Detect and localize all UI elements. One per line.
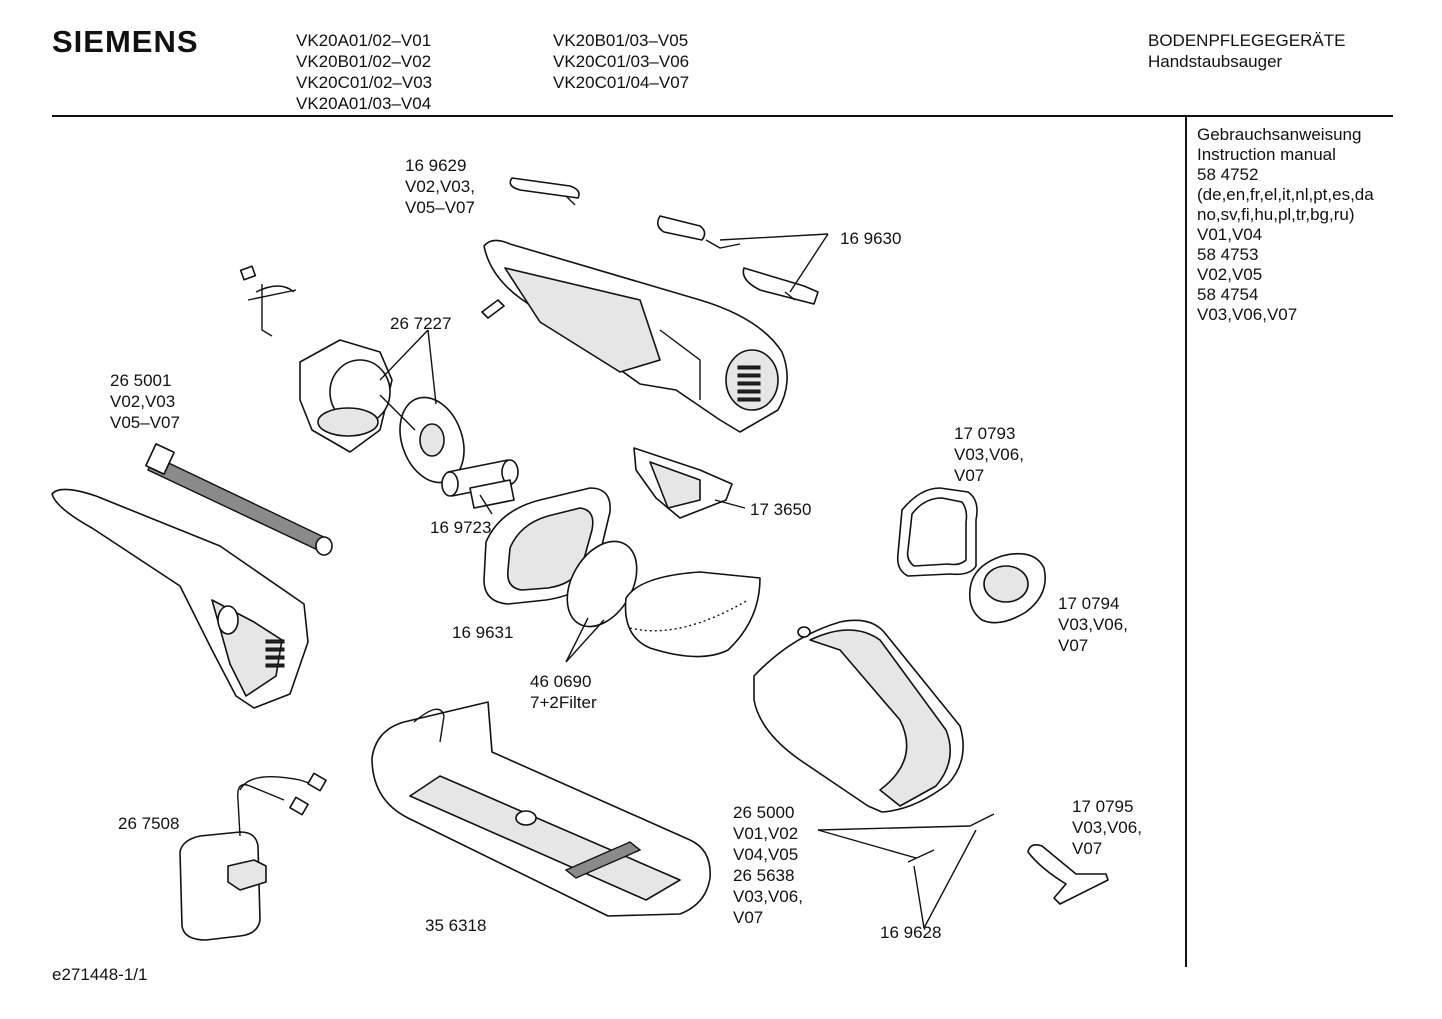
part-number: 17 0794 <box>1058 594 1120 613</box>
part-variant: V05–V07 <box>110 413 180 432</box>
part-variant: V04,V05 <box>733 845 799 864</box>
part-169723-batteries <box>441 459 519 515</box>
model-code: VK20C01/03–V06 <box>553 52 690 71</box>
part-variant: V07 <box>1058 636 1089 655</box>
exploded-view-diagram <box>51 177 1109 941</box>
part-number: 16 9631 <box>452 623 514 642</box>
model-code: VK20B01/03–V05 <box>553 31 689 50</box>
model-list-1: VK20A01/02–V01 VK20B01/02–V02 VK20C01/02… <box>296 30 432 114</box>
part-variant: V02,V03 <box>110 392 176 411</box>
part-265001-rod <box>145 443 333 556</box>
label-169631: 16 9631 <box>452 622 513 643</box>
label-356318: 35 6318 <box>425 915 486 936</box>
part-267227-motor <box>299 329 465 484</box>
part-number: 16 9630 <box>840 229 902 248</box>
label-169630: 16 9630 <box>840 228 901 249</box>
part-number: 26 5001 <box>110 371 172 390</box>
part-356318-base <box>371 701 711 917</box>
part-265000-wires <box>817 813 995 929</box>
part-number: 26 5638 <box>733 866 795 885</box>
label-265000: 26 5000 V01,V02 V04,V05 26 5638 V03,V06,… <box>733 802 803 928</box>
part-variant: V01,V02 <box>733 824 799 843</box>
part-variant: V05–V07 <box>405 198 475 217</box>
model-code: VK20A01/02–V01 <box>296 31 432 50</box>
brand-logo: SIEMENS <box>52 24 199 59</box>
part-pin <box>481 299 505 319</box>
part-number: 16 9723 <box>430 518 492 537</box>
sidebar-divider <box>1185 117 1187 967</box>
part-170795-lever <box>1027 844 1109 905</box>
part-number: 17 0795 <box>1072 797 1134 816</box>
part-170794-filter-cap <box>968 552 1046 624</box>
manual-line: 58 4753 <box>1197 245 1259 264</box>
model-code: VK20C01/04–V07 <box>553 73 690 92</box>
label-265001: 26 5001 V02,V03 V05–V07 <box>110 370 180 433</box>
part-number: 26 5000 <box>733 803 795 822</box>
manual-line: no,sv,fi,hu,pl,tr,bg,ru) <box>1197 205 1355 224</box>
part-number: 26 7227 <box>390 314 452 333</box>
label-267508: 26 7508 <box>118 813 179 834</box>
label-169628: 16 9628 <box>880 922 941 943</box>
model-code: VK20B01/02–V02 <box>296 52 432 71</box>
part-number: 16 9628 <box>880 923 942 942</box>
manual-line: 58 4752 <box>1197 165 1259 184</box>
part-number: 16 9629 <box>405 156 467 175</box>
manual-line: V01,V04 <box>1197 225 1263 244</box>
part-number: 26 7508 <box>118 814 180 833</box>
part-variant: V07 <box>733 908 764 927</box>
part-dust-container <box>753 619 964 813</box>
part-number: 35 6318 <box>425 916 487 935</box>
part-460690-filters <box>565 540 761 663</box>
part-173650-bracket <box>633 447 746 519</box>
label-169629: 16 9629 V02,V03, V05–V07 <box>405 155 475 218</box>
part-number: 17 0793 <box>954 424 1016 443</box>
part-variant: V03,V06, <box>1072 818 1142 837</box>
manual-line: Instruction manual <box>1197 145 1336 164</box>
part-upper-housing <box>483 239 788 433</box>
part-variant: V02,V03, <box>405 177 475 196</box>
part-variant: V03,V06, <box>733 887 803 906</box>
part-variant: 7+2Filter <box>530 693 597 712</box>
header-divider <box>52 115 1393 117</box>
manual-line: (de,en,fr,el,it,nl,pt,es,da <box>1197 185 1374 204</box>
manual-line: Gebrauchsanweisung <box>1197 125 1362 144</box>
category-block: BODENPFLEGEGERÄTE Handstaubsauger <box>1148 30 1345 72</box>
manual-line: 58 4754 <box>1197 285 1259 304</box>
label-267227: 26 7227 <box>390 313 451 334</box>
part-number: 46 0690 <box>530 672 592 691</box>
part-170793-filter-frame <box>896 487 978 577</box>
manual-info: Gebrauchsanweisung Instruction manual 58… <box>1197 125 1374 325</box>
model-code: VK20C01/02–V03 <box>296 73 433 92</box>
category-subtitle: Handstaubsauger <box>1148 52 1283 71</box>
part-spring-clip <box>239 265 297 337</box>
label-460690: 46 0690 7+2Filter <box>530 671 597 713</box>
part-variant: V07 <box>954 466 985 485</box>
part-267508-charger <box>179 772 327 941</box>
manual-line: V02,V05 <box>1197 265 1263 284</box>
part-169630-switch <box>656 215 829 305</box>
document-id: e271448-1/1 <box>52 965 148 984</box>
part-169629-clip <box>509 177 580 206</box>
label-170795: 17 0795 V03,V06, V07 <box>1072 796 1142 859</box>
label-173650: 17 3650 <box>750 499 811 520</box>
label-169723: 16 9723 <box>430 517 491 538</box>
label-170794: 17 0794 V03,V06, V07 <box>1058 593 1128 656</box>
part-variant: V03,V06, <box>954 445 1024 464</box>
model-code: VK20A01/03–V04 <box>296 94 432 113</box>
category-title: BODENPFLEGEGERÄTE <box>1148 31 1346 50</box>
part-variant: V03,V06, <box>1058 615 1128 634</box>
part-variant: V07 <box>1072 839 1103 858</box>
part-number: 17 3650 <box>750 500 812 519</box>
model-list-2: VK20B01/03–V05 VK20C01/03–V06 VK20C01/04… <box>553 30 689 93</box>
part-handle-shell <box>51 488 309 709</box>
part-169631-filter-housing <box>483 487 611 605</box>
manual-line: V03,V06,V07 <box>1197 305 1298 324</box>
label-170793: 17 0793 V03,V06, V07 <box>954 423 1024 486</box>
